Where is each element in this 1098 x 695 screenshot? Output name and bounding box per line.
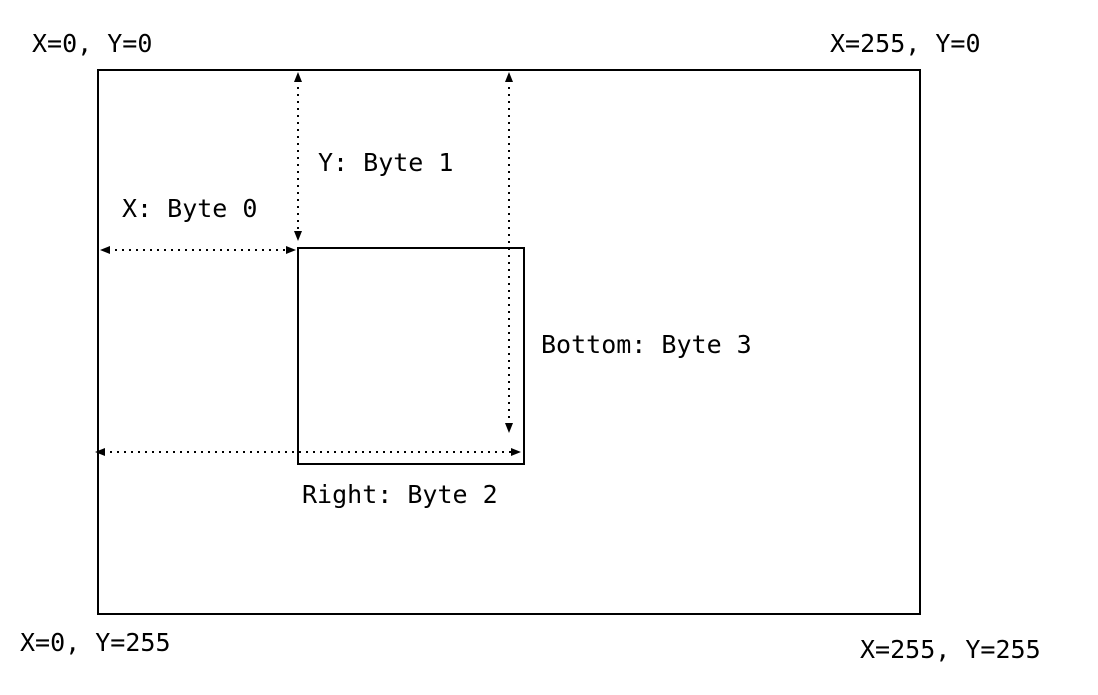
y-arrow [294, 72, 302, 241]
y-byte-label: Y: Byte 1 [318, 148, 453, 177]
corner-label-bottom-left: X=0, Y=255 [20, 628, 171, 657]
bottom-byte-label: Bottom: Byte 3 [541, 330, 752, 359]
corner-label-top-right: X=255, Y=0 [830, 29, 981, 58]
right-byte-label: Right: Byte 2 [302, 480, 498, 509]
outer-frame [97, 69, 921, 615]
inner-box [297, 247, 525, 465]
right-arrow [95, 448, 521, 456]
x-byte-label: X: Byte 0 [122, 194, 257, 223]
x-arrow [100, 246, 296, 254]
corner-label-top-left: X=0, Y=0 [32, 29, 152, 58]
bottom-arrow [505, 72, 513, 433]
corner-label-bottom-right: X=255, Y=255 [860, 635, 1041, 664]
